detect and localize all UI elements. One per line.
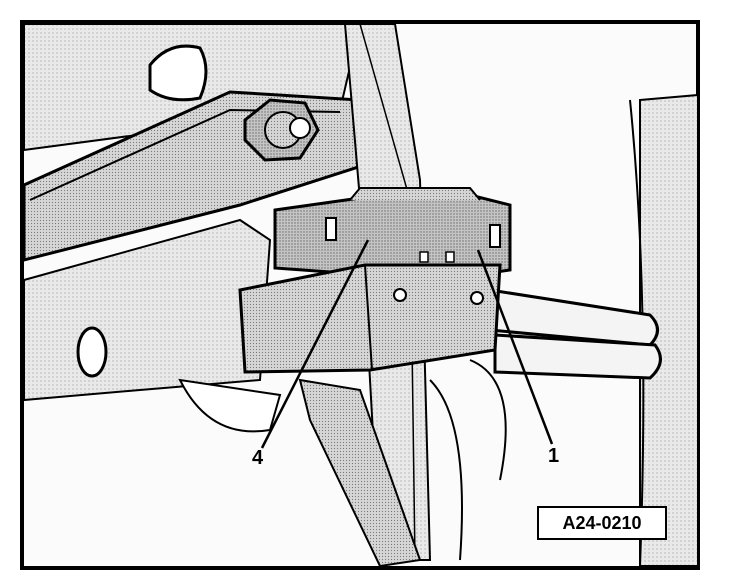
connector-icon [238,187,512,374]
cable-guide [429,379,463,561]
callout-label-4: 4 [252,447,264,469]
figure-reference-code: A24-0210 [562,512,642,533]
cable-guide-2 [469,359,507,481]
mounting-hole-top [148,44,208,102]
right-panel [639,93,699,567]
mounting-hole-lower [76,326,108,378]
callout-label-1: 1 [548,445,560,467]
leader-line-4 [260,239,370,449]
lower-arm [298,378,422,568]
wiring-loom-icon [488,288,662,380]
leader-line-1 [476,249,554,445]
hex-nut-icon [243,98,320,162]
figure-reference-box: A24-0210 [537,506,667,540]
